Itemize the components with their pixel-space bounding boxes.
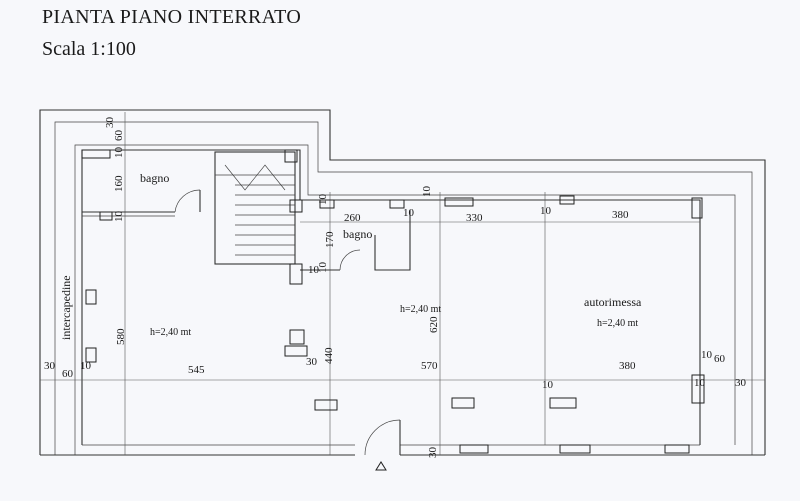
dim-60-left: 60 [62, 368, 74, 380]
pillar [559, 444, 591, 454]
dim-580: 580 [115, 328, 127, 345]
dim-10-mid-bottom: 10 [542, 379, 554, 391]
bagno-door-swing [174, 189, 201, 213]
pillar [289, 329, 305, 345]
pillar [284, 149, 298, 163]
dim-10-e: 10 [403, 207, 415, 219]
dim-10-a: 10 [113, 147, 125, 159]
dim-60-top: 60 [113, 130, 125, 142]
dim-10-right-1: 10 [701, 349, 713, 361]
room-label-intercapedine: intercapedine [59, 275, 73, 340]
dim-30-top: 30 [104, 117, 116, 129]
pillar [691, 374, 705, 404]
dim-170: 170 [324, 231, 336, 248]
pillar [451, 397, 475, 409]
dim-440: 440 [323, 347, 335, 364]
dim-570: 570 [421, 360, 438, 372]
dim-620: 620 [428, 316, 440, 333]
dim-30-left: 30 [44, 360, 56, 372]
pillar [314, 399, 338, 411]
dim-10-left: 10 [80, 360, 92, 372]
pillar [284, 345, 308, 357]
room-label-bagno: bagno [140, 171, 169, 185]
dim-10-stairs: 10 [308, 264, 320, 276]
pillar [81, 149, 111, 159]
room-height-1: h=2,40 mt [150, 327, 191, 338]
dim-10-f: 10 [540, 205, 552, 217]
pillar [289, 199, 303, 213]
bagno2-wall-right [374, 210, 411, 271]
pillar [459, 444, 489, 454]
dim-10-mid: 10 [421, 186, 433, 198]
dim-30-right: 30 [735, 377, 747, 389]
room-label-bagno-2: bagno [343, 227, 372, 241]
stair-arrow [224, 164, 286, 191]
pillar [99, 211, 113, 221]
dim-30-mid: 30 [306, 356, 318, 368]
pillar [289, 263, 303, 285]
pillar [691, 197, 703, 219]
room-label-autorimessa: autorimessa [584, 295, 642, 309]
dim-10-right-2: 10 [694, 377, 706, 389]
pillar [549, 397, 577, 409]
dim-260: 260 [344, 212, 361, 224]
plan-scale: Scala 1:100 [42, 38, 136, 60]
dim-30-bottom: 30 [427, 447, 439, 459]
dim-330: 330 [466, 212, 483, 224]
pillar [389, 199, 405, 209]
bagno2-door-swing [339, 249, 361, 271]
dim-10-d: 10 [317, 262, 329, 274]
interior-wall [81, 149, 701, 445]
entrance-door-swing [364, 419, 401, 456]
outer-wall [39, 109, 766, 455]
pillar [559, 195, 575, 205]
dim-545: 545 [188, 364, 205, 376]
pillar [444, 197, 474, 207]
dim-10-b: 10 [113, 211, 125, 223]
staircase [214, 151, 296, 265]
dim-160: 160 [113, 175, 125, 192]
room-height-3: h=2,40 mt [597, 318, 638, 329]
entrance-arrow-icon [375, 461, 387, 471]
dim-60-right: 60 [714, 353, 726, 365]
plan-title: PIANTA PIANO INTERRATO [42, 6, 302, 28]
pillar [319, 199, 335, 209]
pillar [85, 289, 97, 305]
retaining-wall [74, 144, 736, 455]
dim-380-bottom: 380 [619, 360, 636, 372]
pillar [85, 347, 97, 363]
dim-10-c: 10 [317, 194, 329, 206]
room-height-2: h=2,40 mt [400, 304, 441, 315]
outer-wall-inner [54, 121, 753, 455]
dim-380-top: 380 [612, 209, 629, 221]
pillar [664, 444, 690, 454]
